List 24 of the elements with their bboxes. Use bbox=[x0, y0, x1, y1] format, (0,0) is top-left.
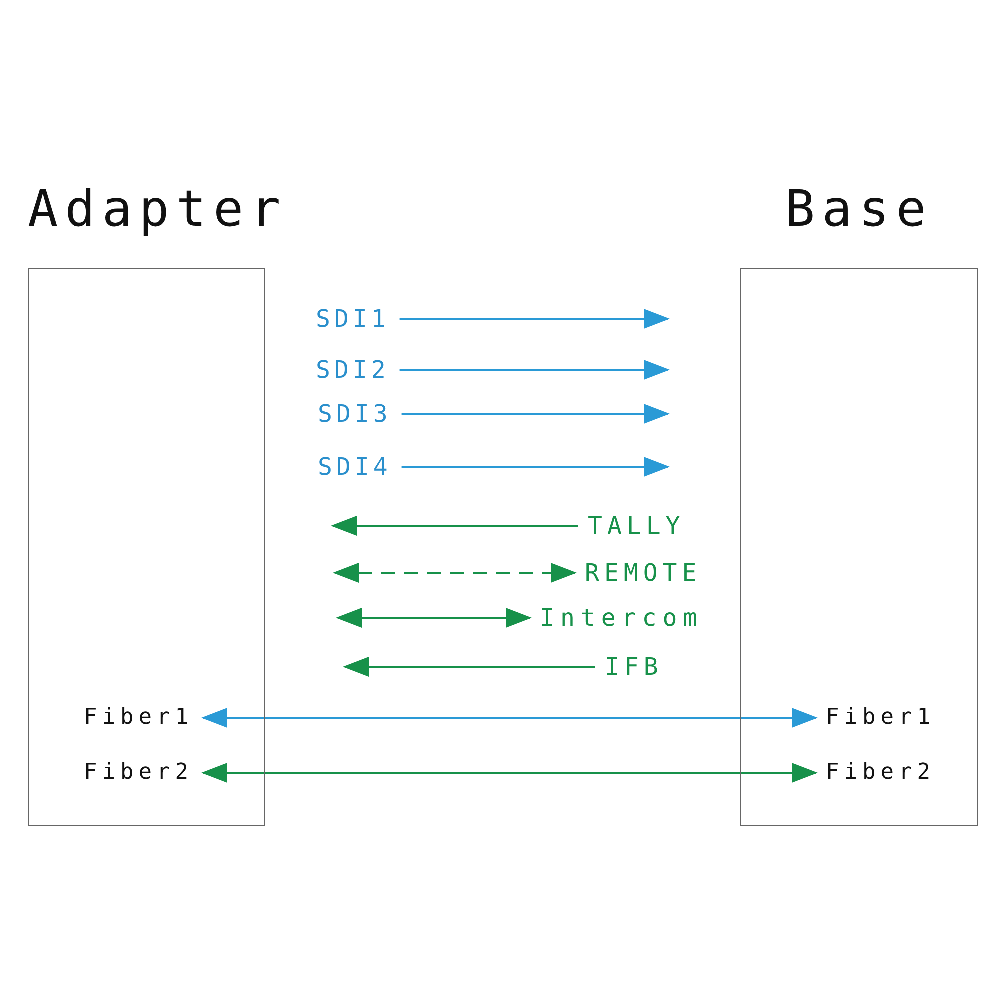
double-arrow bbox=[333, 563, 577, 583]
signal-label: IFB bbox=[605, 653, 664, 681]
arrow bbox=[400, 360, 670, 380]
arrow bbox=[343, 657, 595, 677]
arrow bbox=[331, 516, 578, 536]
device-heading: Base bbox=[785, 180, 934, 238]
signal-label: SDI3 bbox=[318, 400, 392, 428]
signal-label: Fiber1 bbox=[826, 704, 936, 732]
arrow bbox=[402, 457, 670, 477]
double-arrow bbox=[336, 608, 532, 628]
signal-label: SDI1 bbox=[316, 305, 390, 333]
double-arrow bbox=[201, 708, 818, 728]
signal-label: SDI4 bbox=[318, 453, 392, 481]
signal-label: Intercom bbox=[540, 604, 704, 632]
double-arrow bbox=[201, 763, 818, 783]
arrow bbox=[400, 309, 670, 329]
arrow bbox=[402, 404, 670, 424]
signal-label: Fiber1 bbox=[84, 704, 194, 732]
signal-label: REMOTE bbox=[585, 559, 702, 587]
signal-label: SDI2 bbox=[316, 356, 390, 384]
signal-label: Fiber2 bbox=[84, 759, 194, 787]
device-heading: Adapter bbox=[28, 180, 288, 238]
signal-label: Fiber2 bbox=[826, 759, 936, 787]
signal-label: TALLY bbox=[588, 512, 686, 540]
